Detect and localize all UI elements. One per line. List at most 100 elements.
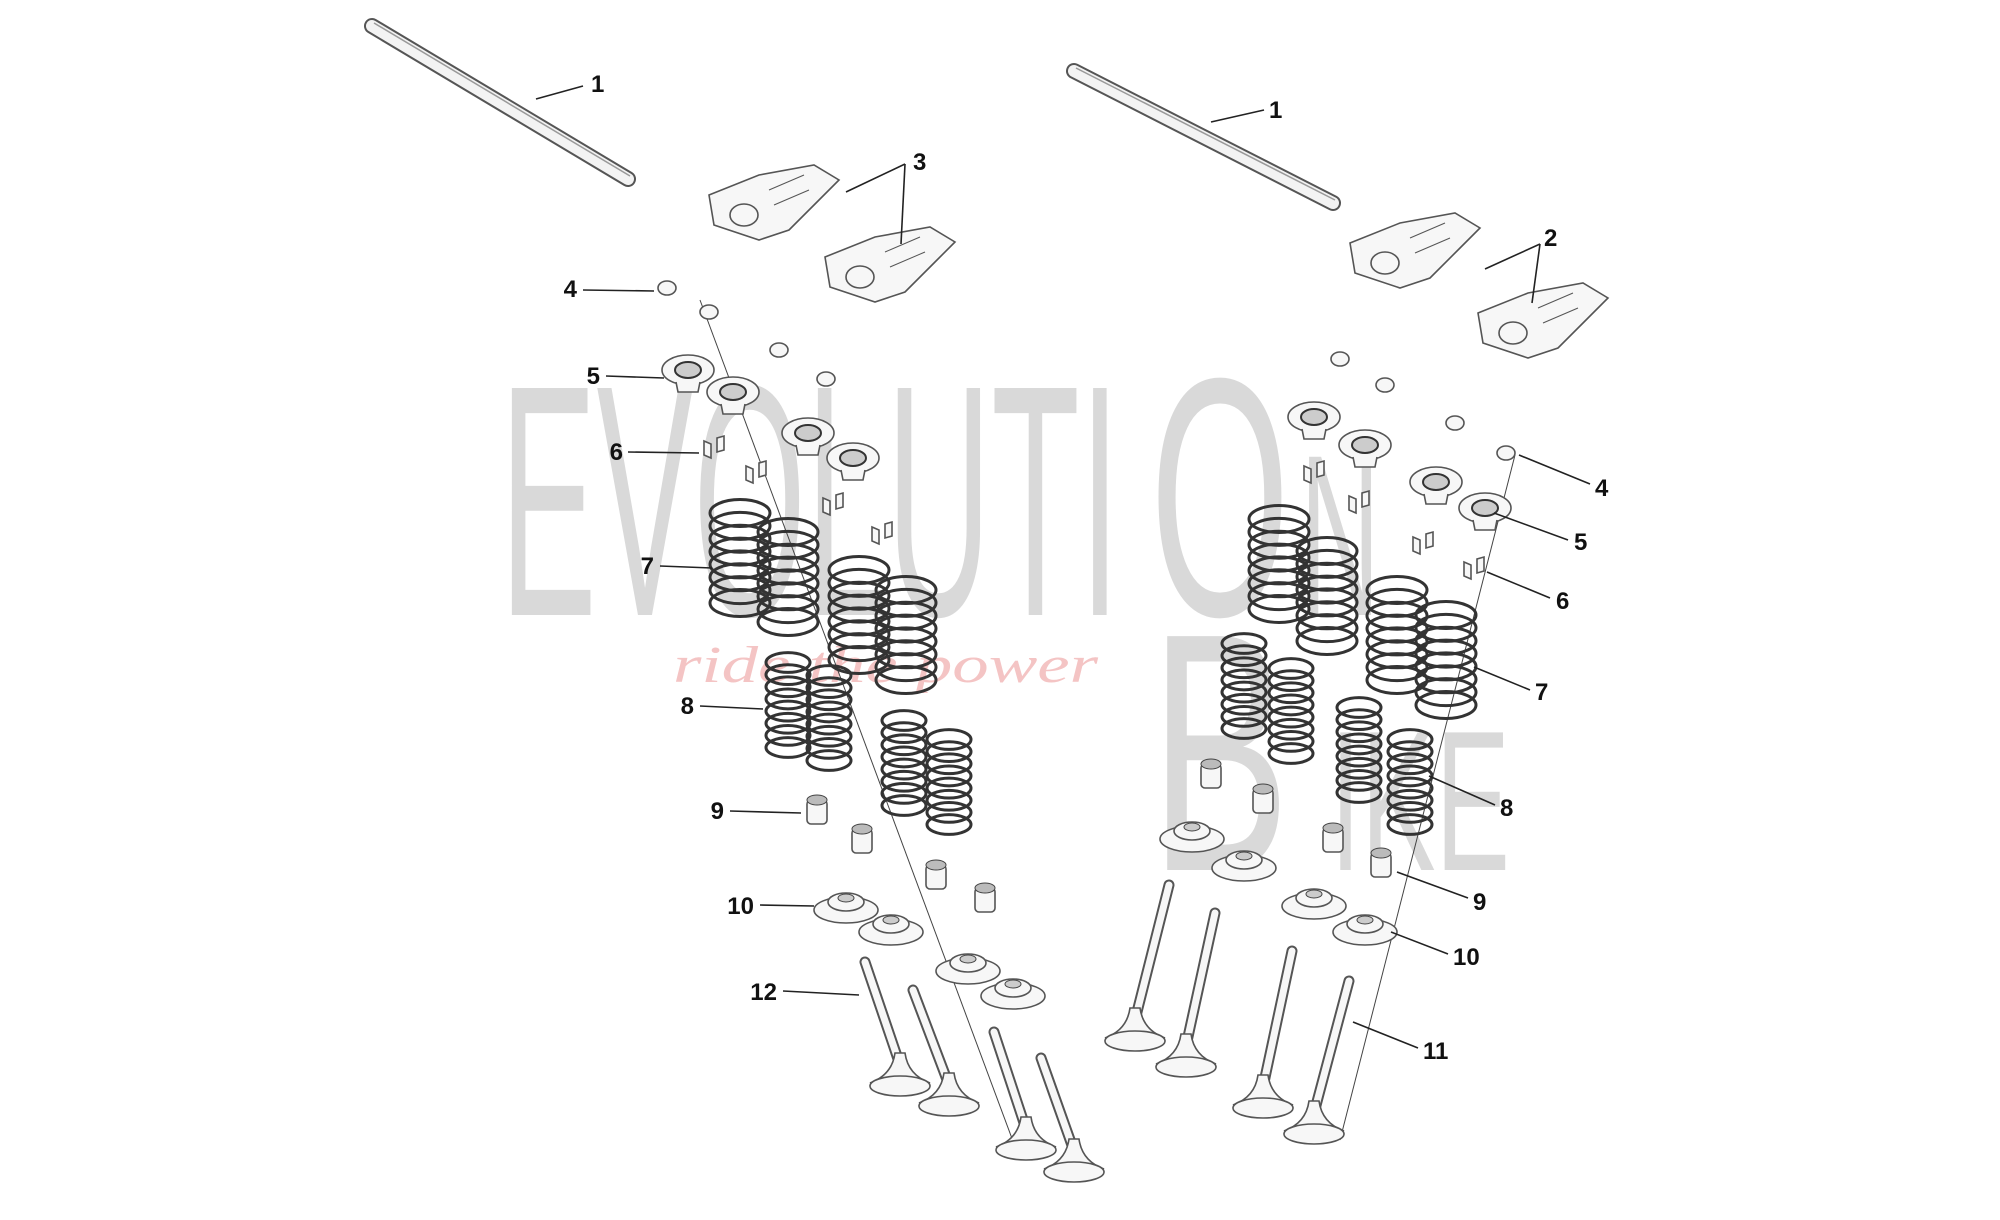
callout-right-8: 8: [1428, 775, 1513, 822]
inner-valve-spring: [805, 664, 853, 772]
callout-right-5: 5: [1493, 512, 1587, 556]
outer-valve-spring: [1365, 575, 1429, 695]
callout-number: 5: [587, 363, 600, 390]
outer-valve-spring: [1247, 504, 1311, 624]
valve-cap: [699, 304, 719, 320]
spring-seat-washer: [1332, 914, 1398, 946]
valve-cap: [1330, 351, 1350, 367]
watermark-b: B: [1150, 563, 1290, 943]
leader-line: [1396, 871, 1469, 899]
callout-number: 4: [564, 276, 578, 303]
spring-retainer: [1409, 466, 1463, 505]
valve-stem-seal: [1322, 822, 1344, 853]
callout-right-11: 11: [1352, 1021, 1448, 1065]
callout-right-6: 6: [1486, 571, 1569, 615]
callout-left-9: 9: [711, 798, 802, 825]
valve-cap: [816, 371, 836, 387]
outer-valve-spring: [1414, 600, 1478, 720]
callout-left-6: 6: [610, 439, 700, 466]
leader-line: [1493, 512, 1569, 541]
leader-line: [900, 163, 906, 245]
spring-seat-washer: [813, 892, 879, 924]
inner-valve-spring: [1386, 728, 1434, 836]
valve-cap: [1496, 445, 1516, 461]
callout-right-4: 4: [1518, 454, 1609, 502]
watermark-evoluti: EVOLUTI: [500, 316, 1120, 685]
assembly-axis-line: [1339, 454, 1516, 1141]
leader-line: [1473, 666, 1531, 691]
inner-valve-spring: [1335, 696, 1383, 804]
spring-seat-washer: [980, 978, 1046, 1010]
leader-line: [759, 904, 815, 907]
callout-number: 8: [1500, 795, 1513, 822]
valve-collet: [1303, 459, 1325, 485]
rocker-shaft: [1066, 63, 1341, 211]
inner-valve-spring: [1220, 632, 1268, 740]
parts: [364, 18, 1610, 1183]
callout-number: 3: [913, 149, 926, 176]
assembly-axis-line: [699, 299, 1021, 1161]
valve-collet: [1412, 530, 1434, 556]
callout-number: 1: [591, 71, 604, 98]
valve-collet: [1463, 555, 1485, 581]
valve-collet: [871, 520, 893, 546]
callout-number: 9: [711, 798, 724, 825]
spring-seat-washer: [1159, 821, 1225, 853]
callout-right-2: 2: [1484, 225, 1557, 304]
outer-valve-spring: [756, 517, 820, 637]
valve-collet: [745, 459, 767, 485]
leader-line: [1352, 1021, 1419, 1049]
callout-number: 7: [641, 553, 654, 580]
valve-stem-seal: [851, 823, 873, 854]
spring-retainer: [1458, 492, 1512, 531]
callout-number: 4: [1595, 475, 1609, 502]
valve-cap: [1375, 377, 1395, 393]
inner-valve-spring: [880, 709, 928, 817]
callout-number: 9: [1473, 889, 1486, 916]
watermark-o: O: [1150, 308, 1290, 688]
leader-line: [627, 451, 700, 454]
valve: [988, 1026, 1057, 1161]
valve-collet: [822, 491, 844, 517]
leader-line: [729, 810, 802, 814]
leader-line: [782, 990, 860, 996]
spring-retainer: [1287, 401, 1341, 440]
callout-number: 10: [1453, 944, 1480, 971]
rocker-arm: [708, 164, 841, 241]
callout-number: 6: [1556, 588, 1569, 615]
spring-seat-washer: [858, 914, 924, 946]
callout-right-1: 1: [1210, 97, 1282, 124]
callout-left-10: 10: [727, 893, 815, 920]
leader-line: [535, 85, 584, 100]
callout-left-1: 1: [535, 71, 604, 100]
spring-retainer: [661, 354, 715, 393]
leader-line: [1484, 243, 1541, 270]
valve-cap: [657, 280, 677, 296]
valve: [1104, 879, 1175, 1052]
leader-line: [605, 375, 665, 379]
callout-number: 10: [727, 893, 754, 920]
callout-number: 6: [610, 439, 623, 466]
callout-left-4: 4: [564, 276, 655, 303]
callout-right-9: 9: [1396, 871, 1486, 916]
valve-stem-seal: [806, 794, 828, 825]
spring-retainer: [826, 442, 880, 481]
valve: [859, 956, 931, 1097]
callout-left-5: 5: [587, 363, 665, 390]
leader-line: [699, 705, 764, 710]
outer-valve-spring: [827, 555, 891, 675]
callout-right-7: 7: [1473, 666, 1548, 706]
inner-valve-spring: [764, 651, 812, 759]
valve-cap: [769, 342, 789, 358]
valve-stem-seal: [925, 859, 947, 890]
callout-number: 11: [1423, 1038, 1448, 1065]
valve: [907, 984, 980, 1117]
leader-line: [1210, 109, 1265, 123]
valve: [1232, 945, 1298, 1119]
callout-number: 5: [1574, 529, 1587, 556]
outer-valve-spring: [708, 498, 772, 618]
callout-left-7: 7: [641, 553, 713, 580]
callout-left-12: 12: [750, 979, 860, 1006]
